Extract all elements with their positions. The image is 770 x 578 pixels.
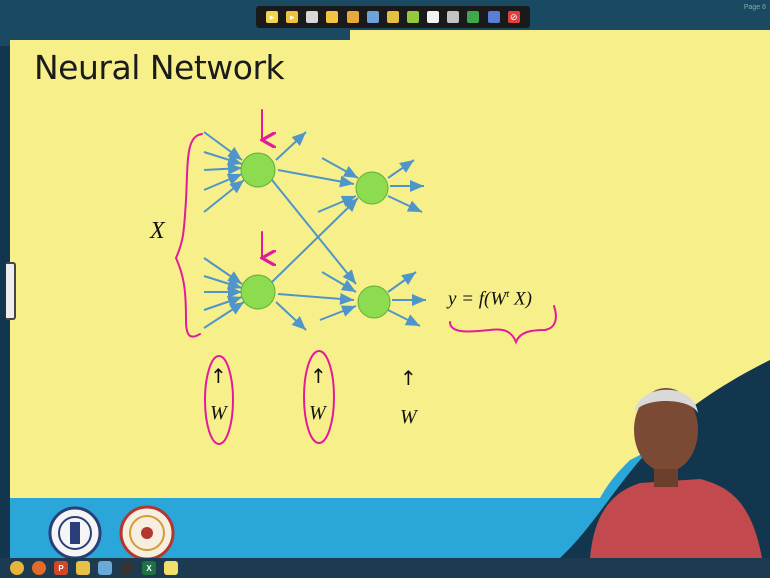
select-icon[interactable] bbox=[306, 11, 319, 23]
notes-icon[interactable] bbox=[164, 561, 178, 575]
input-connection bbox=[203, 301, 245, 329]
excel-icon[interactable]: X bbox=[142, 561, 156, 575]
folder-icon[interactable] bbox=[76, 561, 90, 575]
input-brace-annotation bbox=[174, 133, 203, 338]
input-connection bbox=[203, 295, 243, 311]
slide-title: Neural Network bbox=[34, 48, 285, 87]
eraser-icon[interactable] bbox=[366, 11, 379, 23]
output-connection bbox=[387, 309, 421, 327]
page-indicator: Page 6 bbox=[743, 4, 766, 11]
presenter-video bbox=[590, 388, 762, 558]
equation-lhs: y = f(W bbox=[448, 288, 507, 310]
close-icon[interactable]: ⊘ bbox=[507, 11, 520, 23]
hidden-connection bbox=[275, 301, 307, 331]
firefox-icon[interactable] bbox=[32, 561, 46, 575]
nptel-logo bbox=[119, 505, 175, 561]
input-connection bbox=[203, 257, 243, 285]
weight-circle-annotation bbox=[303, 350, 335, 444]
weight-label: W bbox=[400, 406, 417, 428]
weight-arrow: ↑ bbox=[310, 364, 327, 388]
input-connection bbox=[319, 305, 357, 321]
input-connection bbox=[321, 271, 357, 293]
output-connection bbox=[387, 159, 415, 179]
pointer-icon[interactable]: ▸ bbox=[266, 11, 279, 23]
input-connection bbox=[321, 157, 359, 179]
input-connection bbox=[317, 195, 357, 213]
media-icon[interactable] bbox=[120, 561, 134, 575]
network-icon[interactable] bbox=[98, 561, 112, 575]
color-icon[interactable] bbox=[427, 11, 440, 23]
powerpoint-icon[interactable]: P bbox=[54, 561, 68, 575]
input-connection bbox=[203, 131, 243, 161]
output-connection bbox=[387, 271, 417, 293]
neuron-node bbox=[355, 171, 389, 205]
redo-icon[interactable] bbox=[467, 11, 480, 23]
text-icon[interactable] bbox=[407, 11, 420, 23]
neuron-node bbox=[240, 274, 276, 310]
chrome-icon[interactable] bbox=[10, 561, 24, 575]
weight-arrow: ↑ bbox=[210, 364, 227, 388]
hidden-connection bbox=[271, 179, 357, 285]
institute-logo bbox=[48, 506, 102, 560]
pen-icon[interactable] bbox=[326, 11, 339, 23]
weight-label: W bbox=[210, 402, 227, 424]
shape-icon[interactable] bbox=[386, 11, 399, 23]
hidden-connection bbox=[277, 169, 355, 188]
taskbar: P X bbox=[0, 558, 770, 578]
hidden-connection bbox=[277, 292, 355, 305]
input-connection bbox=[203, 173, 243, 191]
input-connection bbox=[203, 151, 243, 166]
input-connection bbox=[203, 179, 245, 213]
undo-icon[interactable] bbox=[447, 11, 460, 23]
annotation-toolbar: ▸ ▸ ⊘ bbox=[256, 6, 530, 28]
equation-brace-annotation bbox=[449, 305, 557, 345]
dot-icon[interactable] bbox=[487, 11, 500, 23]
weight-label: W bbox=[309, 402, 326, 424]
weight-circle-annotation bbox=[204, 355, 234, 445]
weight-arrow: ↑ bbox=[400, 366, 417, 390]
input-connection bbox=[203, 162, 243, 175]
neuron-node bbox=[357, 285, 391, 319]
side-panel-handle[interactable] bbox=[6, 262, 16, 320]
input-label: X bbox=[150, 218, 165, 244]
highlighter-icon[interactable] bbox=[346, 11, 359, 23]
neuron-node bbox=[240, 152, 276, 188]
input-connection bbox=[203, 275, 243, 290]
output-equation: y = f(Wt X) bbox=[448, 288, 532, 310]
equation-rhs: X) bbox=[509, 288, 532, 310]
hidden-connection bbox=[271, 197, 359, 283]
equation-superscript: t bbox=[506, 288, 510, 300]
output-connection bbox=[387, 195, 423, 213]
hidden-connection bbox=[275, 131, 307, 161]
arrow-icon[interactable]: ▸ bbox=[286, 11, 299, 23]
